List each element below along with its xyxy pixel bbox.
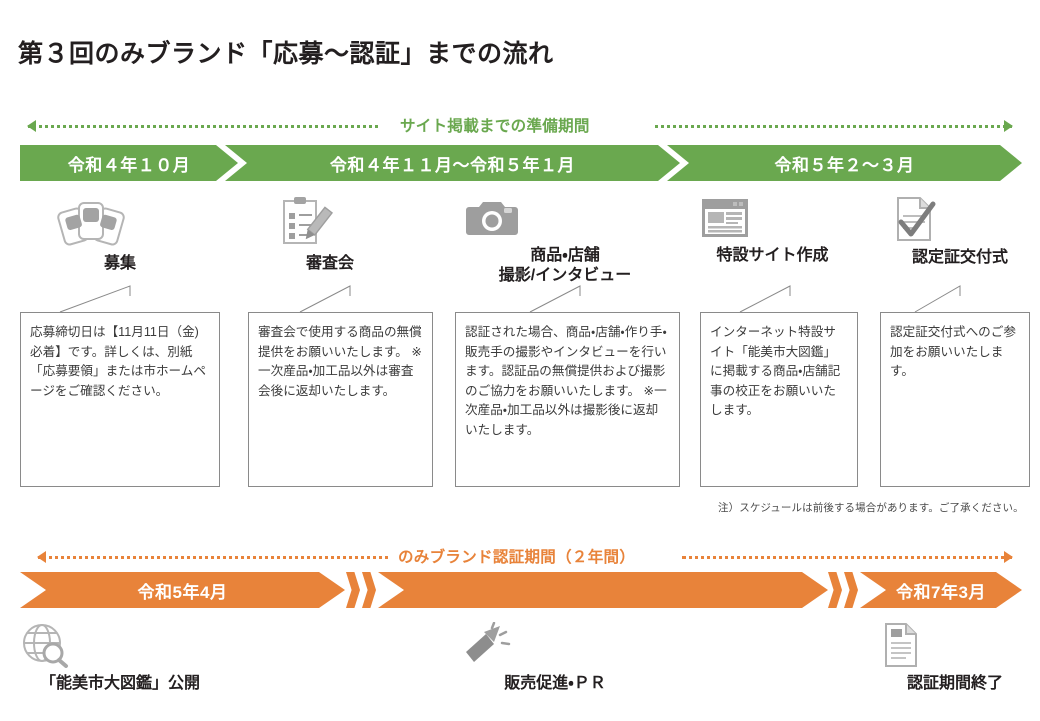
callout-tokusetsu-site: インターネット特設サイト「能美市大図鑑」に掲載する商品・店舗記事の校正をお願いい… [700, 312, 858, 487]
step-daizukan-kokai: 「能美市大図鑑」公開 [20, 622, 220, 694]
callout-ninteisho-text: 認定証交付式へのご参加をお願いいたします。 [890, 325, 1016, 379]
step-ninteisho-label: 認定証交付式 [911, 249, 1008, 266]
clipboard-pencil-icon [275, 196, 385, 248]
page-title: 第３回のみブランド「応募～認証」までの流れ [18, 40, 554, 68]
globe-search-icon [20, 622, 220, 668]
callout-boshu: 応募締切日は【11月11日（金)必着】です。詳しくは、別紙「応募要領」または市ホ… [20, 312, 220, 487]
megaphone-icon [460, 622, 650, 668]
step-shinsakai: 審査会 [275, 196, 385, 274]
step-boshu: 募集 [55, 196, 185, 274]
green-segment-2-label: 令和４年１１月～令和５年１月 [329, 155, 576, 175]
orange-segment-3: 令和7年3月 [860, 572, 1022, 608]
orange-span-arrow-left [37, 551, 388, 563]
green-span-arrow-right [655, 120, 1013, 132]
step-boshu-label: 募集 [103, 255, 136, 272]
step-daizukan-kokai-label: 「能美市大図鑑」公開 [39, 675, 200, 692]
certificate-check-icon [890, 196, 1030, 242]
orange-band-label: のみブランド認証期間（２年間） [398, 549, 636, 566]
callout-satsuei: 認証された場合、商品・店舗・作り手・販売手の撮影やインタビューを行います。認証品… [455, 312, 680, 487]
step-tokusetsu-site: 特設サイト作成 [700, 196, 845, 266]
orange-chevron-separator-1b [362, 572, 376, 608]
green-segment-1-label: 令和４年１０月 [67, 155, 191, 175]
step-satsuei-label-line2: 撮影/インタビュー [498, 266, 632, 284]
green-span-arrow-left [27, 120, 378, 132]
step-satsuei-interview: 商品・店舗 撮影/インタビュー [465, 196, 665, 285]
callout-shinsakai-text: 審査会で使用する商品の無償提供をお願いいたします。 ※一次産品・加工品以外は審査… [258, 325, 422, 398]
orange-segment-1-label: 令和5年4月 [137, 582, 228, 602]
step-hanbai-sokushin: 販売促進・ＰＲ [460, 622, 650, 694]
callout-ninteisho: 認定証交付式へのご参加をお願いいたします。 [880, 312, 1030, 487]
step-shinsakai-label: 審査会 [305, 255, 354, 272]
step-kikan-shuryo: 認証期間終了 [880, 622, 1030, 694]
orange-chevron-separator-2a [828, 572, 842, 608]
callout-tokusetsu-site-text: インターネット特設サイト「能美市大図鑑」に掲載する商品・店舗記事の校正をお願いい… [710, 325, 841, 418]
callout-satsuei-text: 認証された場合、商品・店舗・作り手・販売手の撮影やインタビューを行います。認証品… [465, 325, 667, 437]
step-kikan-shuryo-label: 認証期間終了 [906, 675, 1003, 692]
step-ninteisho: 認定証交付式 [890, 196, 1030, 268]
green-band-label: サイト掲載までの準備期間 [400, 118, 590, 135]
website-icon [700, 196, 845, 240]
callout-boshu-text: 応募締切日は【11月11日（金)必着】です。詳しくは、別紙「応募要領」または市ホ… [30, 325, 206, 398]
orange-segment-3-label: 令和7年3月 [896, 582, 986, 602]
camera-icon [465, 196, 665, 240]
orange-segment-1: 令和5年4月 [20, 572, 345, 608]
green-segment-1: 令和４年１０月 [20, 145, 238, 181]
callout-shinsakai: 審査会で使用する商品の無償提供をお願いいたします。 ※一次産品・加工品以外は審査… [248, 312, 433, 487]
document-icon [880, 622, 1030, 668]
green-segment-2: 令和４年１１月～令和５年１月 [225, 145, 680, 181]
orange-segment-2 [378, 572, 828, 608]
step-hanbai-sokushin-label: 販売促進・ＰＲ [504, 675, 606, 692]
green-segment-3: 令和５年２～３月 [667, 145, 1022, 181]
step-satsuei-label-line1: 商品・店舗 [530, 247, 600, 264]
cards-icon [55, 196, 185, 248]
schedule-footnote: 注）スケジュールは前後する場合があります。ご了承ください。 [718, 502, 1024, 514]
step-tokusetsu-site-label: 特設サイト作成 [716, 247, 829, 264]
orange-chevron-separator-1a [346, 572, 360, 608]
green-segment-3-label: 令和５年２～３月 [774, 155, 915, 175]
orange-chevron-separator-2b [844, 572, 858, 608]
orange-span-arrow-right [682, 551, 1013, 563]
